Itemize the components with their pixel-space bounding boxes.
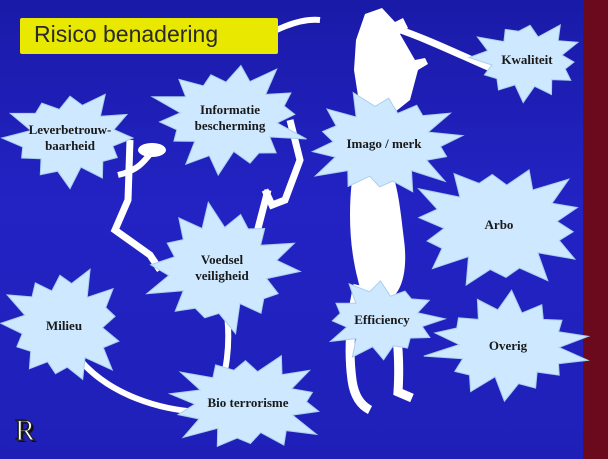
figure-body (350, 172, 406, 302)
risk-burst-arbo: Arbo (417, 169, 579, 287)
risk-label-voedsel: veiligheid (195, 268, 249, 283)
figure-arm-left (261, 119, 304, 210)
page-title: Risico benadering (34, 21, 219, 47)
burst-shape (167, 354, 321, 448)
risk-label-bio: Bio terrorisme (208, 395, 289, 410)
risk-label-leverbetrouwbaarheid: Leverbetrouw- (29, 122, 112, 137)
risk-label-informatie: bescherming (195, 118, 266, 133)
title-box: Risico benadering (20, 18, 278, 54)
side-bar (583, 0, 608, 459)
risk-burst-efficiency: Efficiency (328, 280, 448, 361)
risk-label-voedsel: Voedsel (201, 252, 244, 267)
burst-shape (328, 280, 448, 361)
burst-shape (0, 93, 135, 190)
burst-shape (467, 23, 580, 104)
burst-shape (423, 289, 591, 403)
risk-burst-kwaliteit: Kwaliteit (467, 23, 580, 104)
risk-label-arbo: Arbo (485, 217, 514, 232)
risk-label-imago: Imago / merk (346, 136, 422, 151)
risk-label-milieu: Milieu (46, 318, 82, 333)
figure-arm-right (393, 24, 497, 74)
risk-label-efficiency: Efficiency (354, 312, 410, 327)
burst-shape (310, 91, 465, 193)
rope-left (110, 139, 163, 272)
registered-mark-icon: R (14, 414, 35, 448)
risk-label-informatie: Informatie (200, 102, 260, 117)
logo: R (6, 412, 44, 450)
burst-shape (150, 64, 307, 177)
burst-shape (145, 200, 302, 335)
risk-burst-imago: Imago / merk (310, 91, 465, 193)
burst-shape (417, 169, 579, 287)
risk-label-kwaliteit: Kwaliteit (501, 52, 553, 67)
burst-shape (0, 268, 120, 381)
rope-bottom (77, 358, 201, 415)
risk-burst-milieu: Milieu (0, 268, 120, 381)
risk-burst-overig: Overig (423, 289, 591, 403)
figure-hand (138, 143, 166, 157)
risk-label-overig: Overig (489, 338, 528, 353)
risk-burst-bio: Bio terrorisme (167, 354, 321, 448)
stick-figure (77, 8, 497, 415)
risk-burst-leverbetrouwbaarheid: Leverbetrouw-baarheid (0, 93, 135, 190)
risk-label-leverbetrouwbaarheid: baarheid (45, 138, 96, 153)
figure-head (354, 8, 428, 112)
